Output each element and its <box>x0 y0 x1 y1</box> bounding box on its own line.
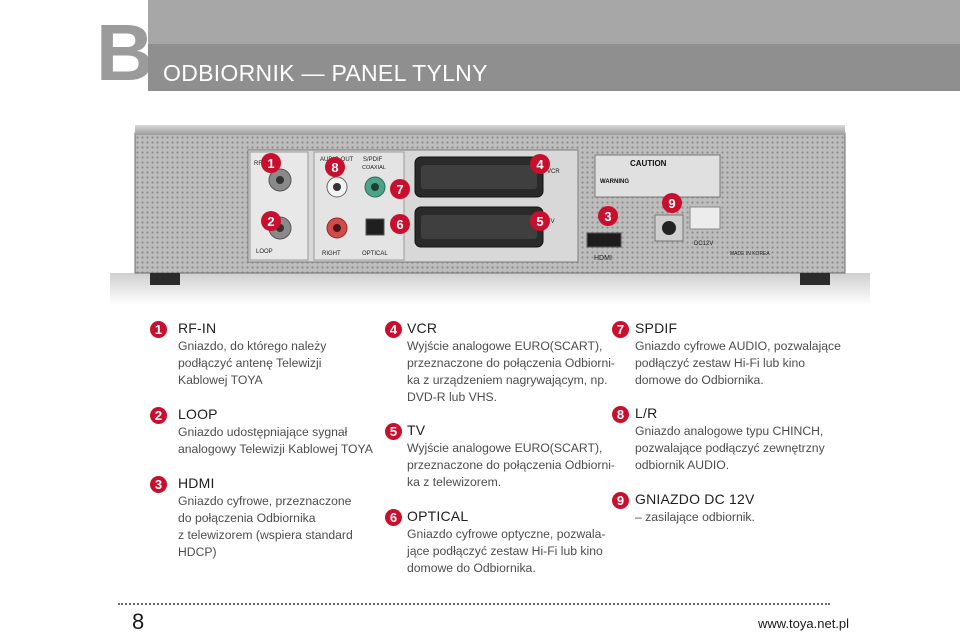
item-6-title: OPTICAL <box>407 508 469 524</box>
item-8-number: 8 <box>612 406 629 423</box>
item-9-desc: – zasilające odbiornik. <box>635 510 755 524</box>
photo-marker-5: 5 <box>530 211 550 231</box>
svg-text:3: 3 <box>604 209 611 224</box>
photo-marker-3: 3 <box>598 206 618 226</box>
photo-marker-6: 6 <box>390 214 410 234</box>
svg-text:9: 9 <box>668 196 675 211</box>
title-band <box>148 44 960 91</box>
tv-label: TV <box>547 219 555 225</box>
item-3-title: HDMI <box>178 475 215 491</box>
item-4-title: VCR <box>407 320 438 336</box>
loop-label: LOOP <box>256 249 273 255</box>
right-label: RIGHT <box>322 251 341 257</box>
page-title: ODBIORNIK — PANEL TYLNY <box>163 60 488 86</box>
photo-marker-9: 9 <box>662 193 682 213</box>
section-letter: B <box>96 8 154 97</box>
item-8-desc: Gniazdo analogowe typu CHINCH, pozwalają… <box>635 424 825 472</box>
caution-label: CAUTION <box>630 159 667 168</box>
item-3-desc: Gniazdo cyfrowe, przeznaczone do połącze… <box>178 494 353 559</box>
item-1-title: RF-IN <box>178 320 217 336</box>
page-header: B ODBIORNIK — PANEL TYLNY <box>0 0 960 97</box>
page-number: 8 <box>132 609 145 634</box>
item-6-number: 6 <box>385 509 402 526</box>
item-2-title: LOOP <box>178 406 218 422</box>
spdif-label: S/PDIF <box>363 157 383 163</box>
svg-text:5: 5 <box>536 214 543 229</box>
section-letter-box <box>0 0 148 91</box>
optical-label: OPTICAL <box>362 251 388 257</box>
item-3-number: 3 <box>150 476 167 493</box>
dc12v-label: DC12V <box>694 241 713 247</box>
item-9-title: GNIAZDO DC 12V <box>635 491 755 507</box>
item-7-title: SPDIF <box>635 320 678 336</box>
coaxial-label: COAXIAL <box>362 165 386 171</box>
item-4-desc: Wyjście analogowe EURO(SCART), przeznacz… <box>407 339 615 404</box>
photo-marker-7: 7 <box>390 179 410 199</box>
svg-text:7: 7 <box>396 182 403 197</box>
footer-divider <box>118 603 830 605</box>
footer-website: www.toya.net.pl <box>758 616 850 631</box>
vcr-label: VCR <box>547 169 560 175</box>
item-2-number: 2 <box>150 407 167 424</box>
photo-marker-8: 8 <box>325 157 345 177</box>
item-7-desc: Gniazdo cyfrowe AUDIO, pozwalające podłą… <box>635 339 841 387</box>
made-in-korea-label: MADE IN KOREA <box>730 251 770 257</box>
item-6-desc: Gniazdo cyfrowe optyczne, pozwala- jące … <box>407 527 606 575</box>
hdmi-label: HDMI <box>594 255 612 262</box>
warning-label: WARNING <box>600 179 629 185</box>
item-7-number: 7 <box>612 321 629 338</box>
item-9-number: 9 <box>612 492 629 509</box>
svg-text:8: 8 <box>331 160 338 175</box>
svg-text:1: 1 <box>267 156 274 171</box>
item-2-desc: Gniazdo udostępniające sygnał analogowy … <box>178 425 373 456</box>
svg-text:4: 4 <box>536 157 544 172</box>
item-8-title: L/R <box>635 405 658 421</box>
item-4-number: 4 <box>385 321 402 338</box>
device-back-panel-illustration: RF IN LOOP AUDIO OUT S/PDIF COAXIAL RIGH… <box>110 125 870 305</box>
photo-marker-2: 2 <box>261 211 281 231</box>
svg-text:2: 2 <box>267 214 274 229</box>
item-1-desc: Gniazdo, do którego należy podłączyć ant… <box>178 339 327 387</box>
photo-marker-1: 1 <box>261 153 281 173</box>
item-1-number: 1 <box>150 321 167 338</box>
item-5-desc: Wyjście analogowe EURO(SCART), przeznacz… <box>407 441 615 489</box>
svg-text:6: 6 <box>396 217 403 232</box>
photo-marker-4: 4 <box>530 154 550 174</box>
item-5-number: 5 <box>385 423 402 440</box>
item-5-title: TV <box>407 422 426 438</box>
